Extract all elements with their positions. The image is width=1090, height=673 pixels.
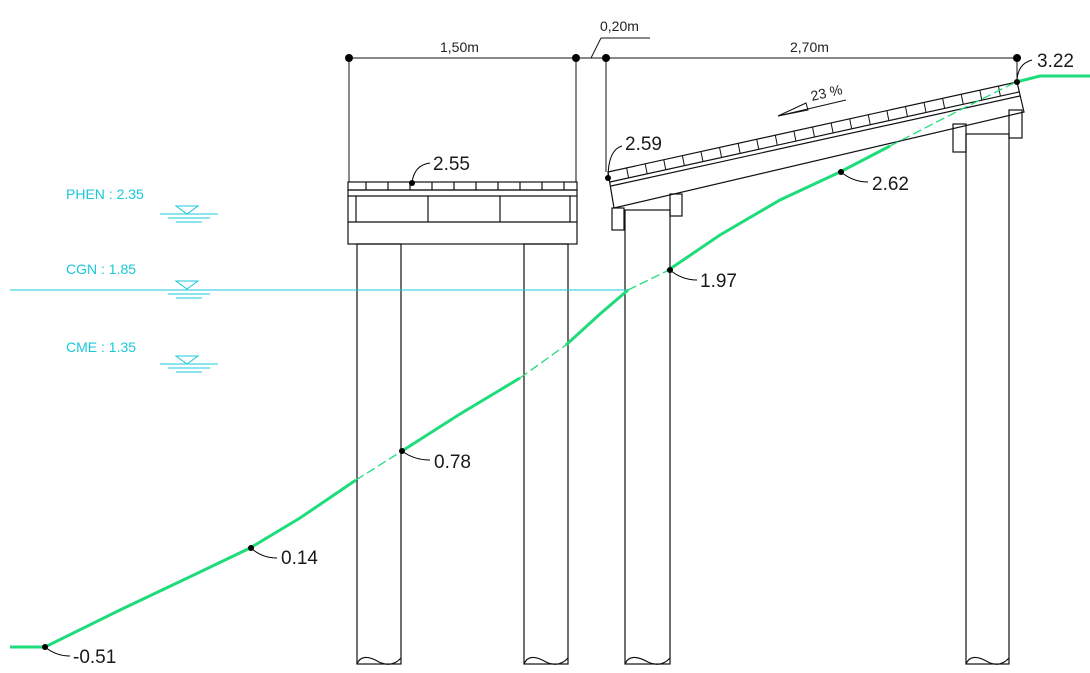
deck-plank-joint <box>867 114 871 125</box>
deck-plank-joint <box>700 151 704 162</box>
deck-plank-joint <box>681 155 685 166</box>
elevation-ground-4: 1.97 <box>667 267 737 292</box>
elevation-ground-1: -0.51 <box>42 644 116 668</box>
water-level-cme: CME : 1.35 <box>66 339 218 373</box>
water-level-cgn: CGN : 1.85 <box>66 261 210 299</box>
water-level-cgn-label: CGN : 1.85 <box>66 261 136 277</box>
pile-left-2 <box>523 243 569 665</box>
deck-plank-joint <box>886 110 890 121</box>
deck-plank-joint <box>849 118 853 129</box>
deck-plank-joint <box>904 106 908 117</box>
deck-plank-joint <box>756 139 760 150</box>
elevation-ground-2-label: 0.14 <box>281 548 318 569</box>
dimension-left-label: 1,50m <box>440 39 479 55</box>
deck-plank-joint <box>812 126 815 138</box>
dimension-line-left: 1,50m <box>345 39 580 182</box>
elevation-ground-3-label: 0.78 <box>434 452 471 473</box>
deck-plank-joint <box>774 135 778 146</box>
deck-left <box>347 181 578 245</box>
elevation-deck-right-high-label: 3.22 <box>1037 51 1074 72</box>
elevation-ground-5-label: 2.62 <box>872 174 909 195</box>
deck-plank-joint <box>960 94 964 105</box>
water-level-cme-label: CME : 1.35 <box>66 339 136 355</box>
deck-plank-joint <box>737 143 741 154</box>
pile-right-1 <box>624 209 671 665</box>
deck-plank-joint <box>979 90 983 101</box>
water-level-phen: PHEN : 2.35 <box>66 186 218 223</box>
elevation-deck-left-label: 2.55 <box>433 154 470 175</box>
dimension-gap-label: 0,20m <box>600 18 639 34</box>
elevation-ground-2: 0.14 <box>248 545 318 569</box>
deck-plank-joint <box>793 130 797 142</box>
elevation-ground-5: 2.62 <box>838 169 909 195</box>
slope-label: 23 % <box>809 81 844 104</box>
deck-right-sloped <box>607 81 1025 231</box>
pile-left-1 <box>356 243 402 665</box>
deck-plank-joint <box>830 122 834 134</box>
deck-plank-joint <box>923 102 927 113</box>
pile-right-2 <box>965 133 1010 665</box>
elevation-deck-right-low-label: 2.59 <box>625 134 662 155</box>
elevation-ground-1-label: -0.51 <box>73 647 116 668</box>
deck-plank-joint <box>942 98 946 109</box>
water-level-phen-label: PHEN : 2.35 <box>66 186 144 202</box>
deck-plank-joint <box>644 163 648 174</box>
elevation-deck-right-low: 2.59 <box>605 134 662 181</box>
slope-indicator: 23 % <box>777 81 847 117</box>
deck-plank-joint <box>626 167 630 179</box>
deck-plank-joint <box>663 159 667 170</box>
dimension-right-label: 2,70m <box>790 39 829 55</box>
deck-plank-joint <box>997 85 1001 97</box>
elevation-ground-3: 0.78 <box>399 448 471 473</box>
deck-plank-joint <box>719 147 723 158</box>
elevation-ground-4-label: 1.97 <box>700 271 737 292</box>
dimension-line-right: 2,70m <box>602 39 1021 172</box>
dimension-gap: 0,20m <box>576 18 650 59</box>
elevation-deck-left: 2.55 <box>409 154 470 186</box>
